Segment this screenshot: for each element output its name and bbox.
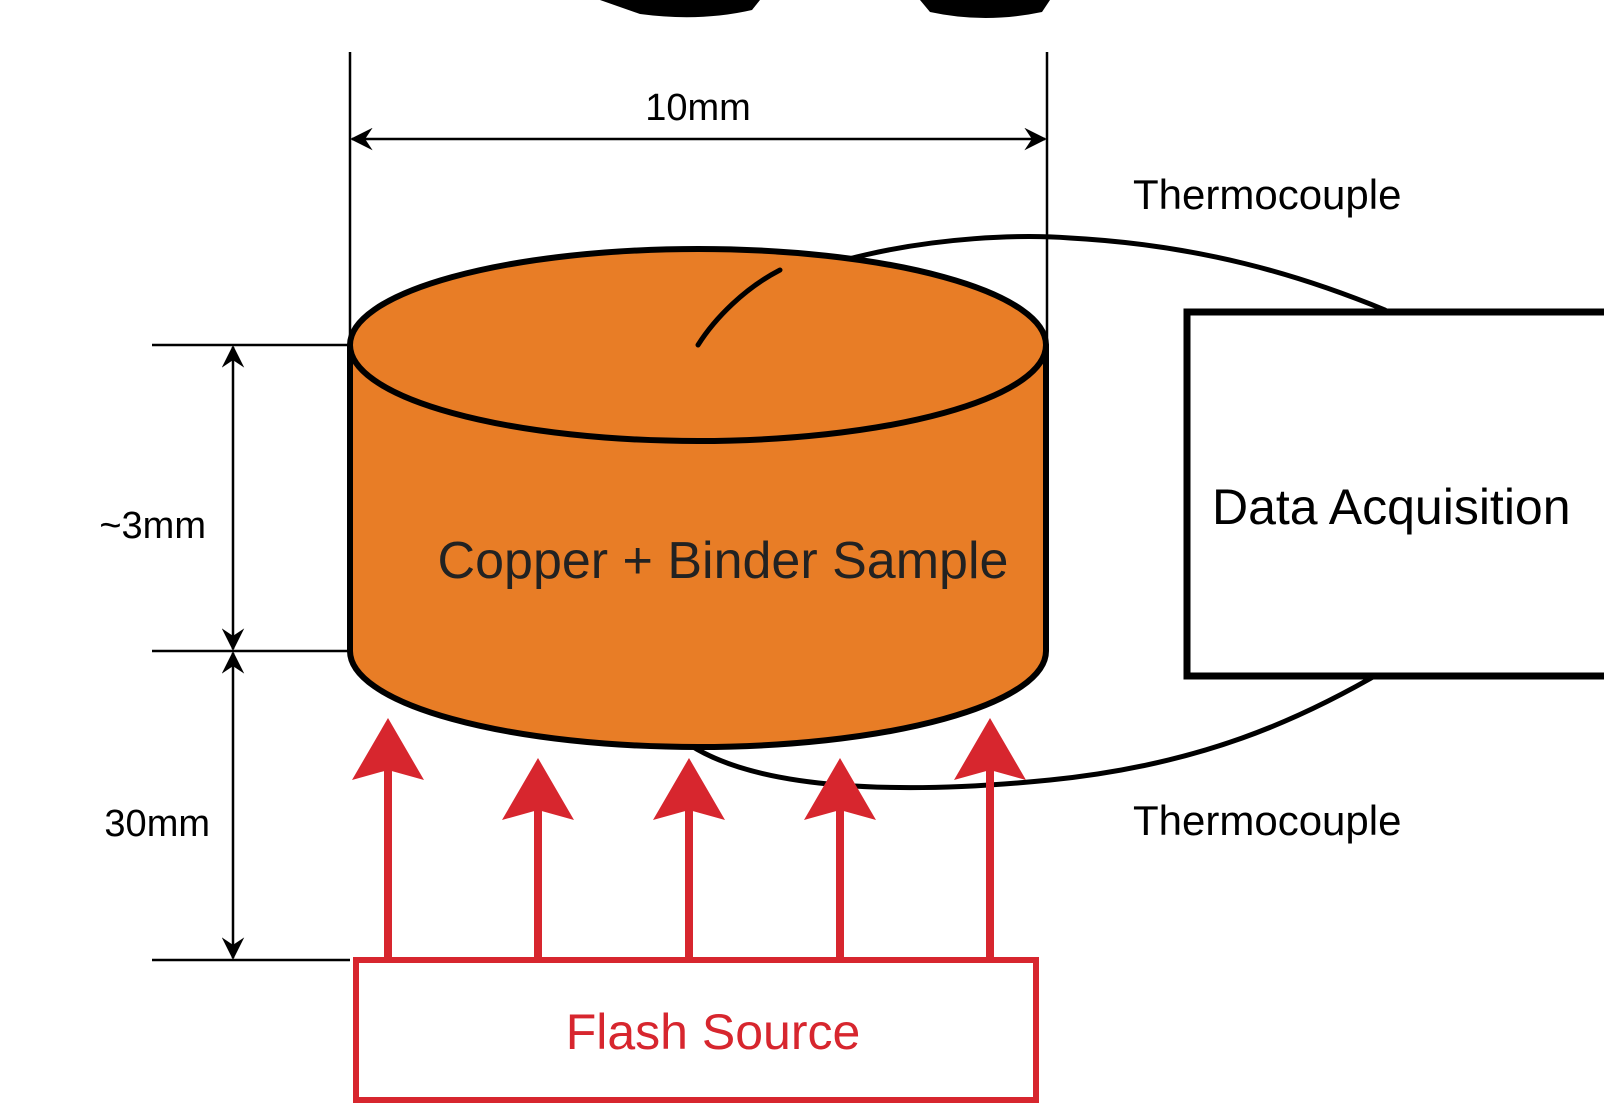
flash-arrows: [352, 718, 1026, 958]
sample-label: Copper + Binder Sample: [438, 532, 1009, 590]
thermocouple-label-bottom: Thermocouple: [1133, 797, 1401, 844]
width-dimension: [348, 52, 1049, 340]
flash-arrow: [653, 758, 725, 958]
width-label: 10mm: [645, 87, 751, 129]
flash-arrow: [502, 758, 574, 958]
flash-source-label: Flash Source: [566, 1004, 861, 1060]
flash-arrow: [352, 718, 424, 958]
sample-body: [347, 342, 1049, 750]
gap-label: 30mm: [104, 803, 210, 845]
flash-source-box: [353, 957, 1039, 1103]
cropped-title-fragment: [600, 0, 1050, 18]
flash-arrow: [804, 758, 876, 958]
height-label: ~3mm: [99, 505, 206, 547]
sample-cylinder: [347, 246, 1049, 750]
vertical-dimensions: [152, 343, 350, 962]
thermocouple-junction-top: [695, 267, 783, 348]
thermocouple-label-top: Thermocouple: [1133, 171, 1401, 218]
data-acquisition-box: [1183, 308, 1604, 680]
data-acquisition-label: Data Acquisition: [1212, 479, 1571, 535]
thermocouple-wire-bottom: [687, 667, 1388, 791]
flash-arrow: [954, 718, 1026, 958]
